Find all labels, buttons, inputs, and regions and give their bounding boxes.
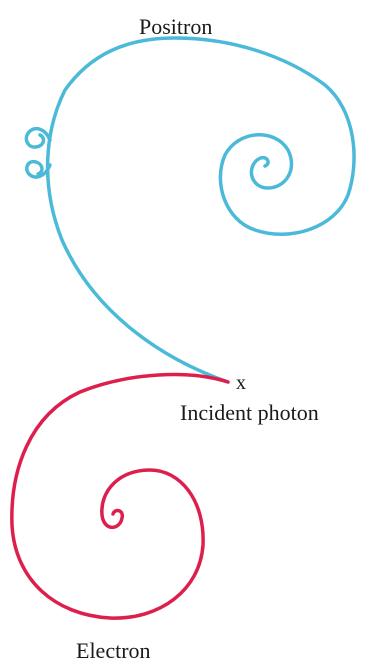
positron-track xyxy=(48,38,354,382)
positron-label: Positron xyxy=(139,16,212,38)
interaction-point-mark: x xyxy=(236,373,246,393)
electron-label: Electron xyxy=(76,640,151,662)
incident-photon-label: Incident photon xyxy=(180,402,319,424)
